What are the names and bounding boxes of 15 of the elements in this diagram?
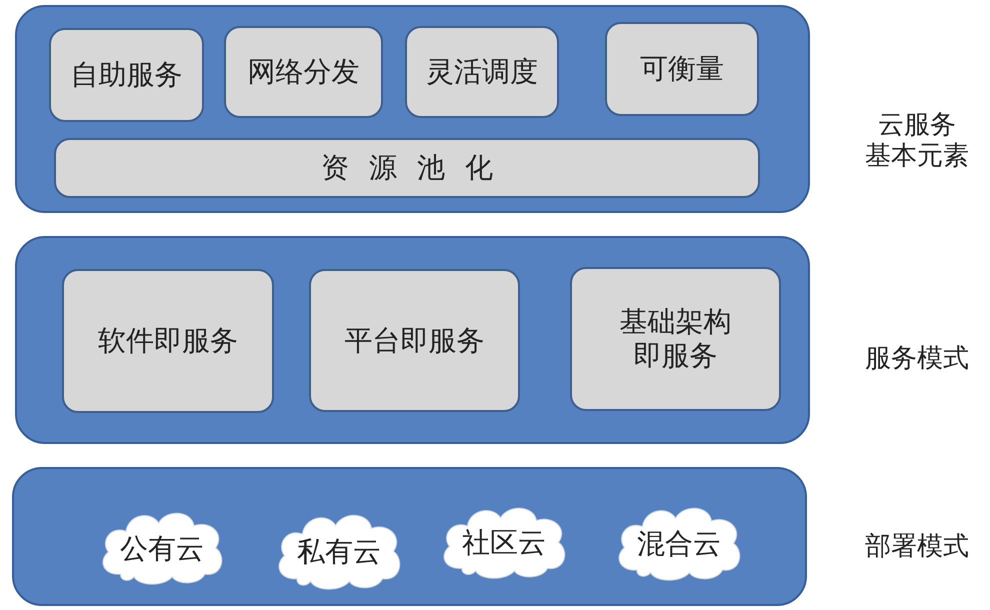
feature-box: 网络分发 (224, 26, 383, 118)
service-box: 软件即服务 (62, 269, 274, 413)
pool-bar: 资源池化 (54, 138, 760, 198)
feature-box: 可衡量 (605, 22, 759, 116)
service-box: 基础架构即服务 (570, 267, 781, 411)
cloud-label: 公有云 (120, 530, 204, 566)
layer-heading: 服务模式 (864, 343, 970, 375)
feature-box: 灵活调度 (405, 26, 559, 118)
layer-heading: 部署模式 (864, 531, 970, 563)
feature-box: 自助服务 (49, 28, 204, 122)
cloud-label: 混合云 (637, 526, 721, 562)
service-box: 平台即服务 (309, 269, 520, 412)
cloud-label: 私有云 (297, 534, 381, 570)
cloud-label: 社区云 (462, 525, 546, 561)
layer-heading: 云服务基本元素 (864, 110, 970, 172)
